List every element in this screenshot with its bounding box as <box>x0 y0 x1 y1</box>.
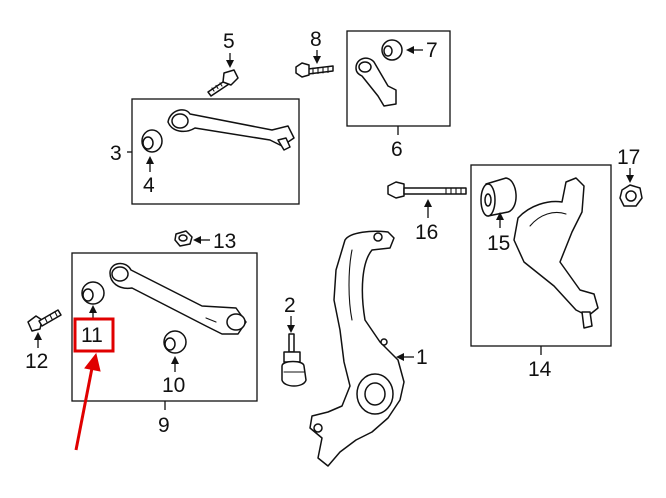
part-nut-17[interactable] <box>619 184 643 207</box>
part-bushing-10[interactable] <box>163 330 187 354</box>
callout-1[interactable]: 1 <box>416 346 428 369</box>
callout-13[interactable]: 13 <box>213 230 236 253</box>
callout-11[interactable]: 11 <box>81 324 103 347</box>
callout-15[interactable]: 15 <box>487 232 510 255</box>
part-bushing-4[interactable] <box>141 129 163 153</box>
callout-12[interactable]: 12 <box>25 350 48 373</box>
part-knuckle-1[interactable] <box>309 230 405 467</box>
highlight-arrow <box>74 352 101 451</box>
callout-10[interactable]: 10 <box>162 374 185 397</box>
highlight-box <box>73 317 115 353</box>
callout-14[interactable]: 14 <box>528 358 552 381</box>
callout-8[interactable]: 8 <box>310 28 322 51</box>
part-arm-6[interactable] <box>355 57 397 107</box>
part-bolt-8[interactable] <box>295 62 334 78</box>
part-arm-14[interactable] <box>513 177 599 329</box>
part-arm-9[interactable] <box>109 262 247 335</box>
callout-3[interactable]: 3 <box>110 142 122 165</box>
callout-6[interactable]: 6 <box>391 138 403 161</box>
callout-2[interactable]: 2 <box>284 294 296 317</box>
callout-17[interactable]: 17 <box>617 146 640 169</box>
part-bolt-5[interactable] <box>207 69 239 97</box>
part-bushing-11[interactable] <box>81 281 105 305</box>
callout-4[interactable]: 4 <box>143 174 155 197</box>
part-ball-joint-2[interactable] <box>281 333 307 387</box>
part-bolt-12[interactable] <box>27 309 62 332</box>
part-nut-13[interactable] <box>174 230 193 247</box>
part-bushing-7[interactable] <box>381 39 403 61</box>
part-bushing-15[interactable] <box>480 177 517 217</box>
part-bolt-16[interactable] <box>387 181 467 199</box>
part-arm-3[interactable] <box>167 109 295 151</box>
callout-7[interactable]: 7 <box>426 39 438 62</box>
group-box-3 <box>131 98 300 205</box>
callout-16[interactable]: 16 <box>415 221 438 244</box>
callout-9[interactable]: 9 <box>158 414 170 437</box>
callout-5[interactable]: 5 <box>223 30 235 53</box>
